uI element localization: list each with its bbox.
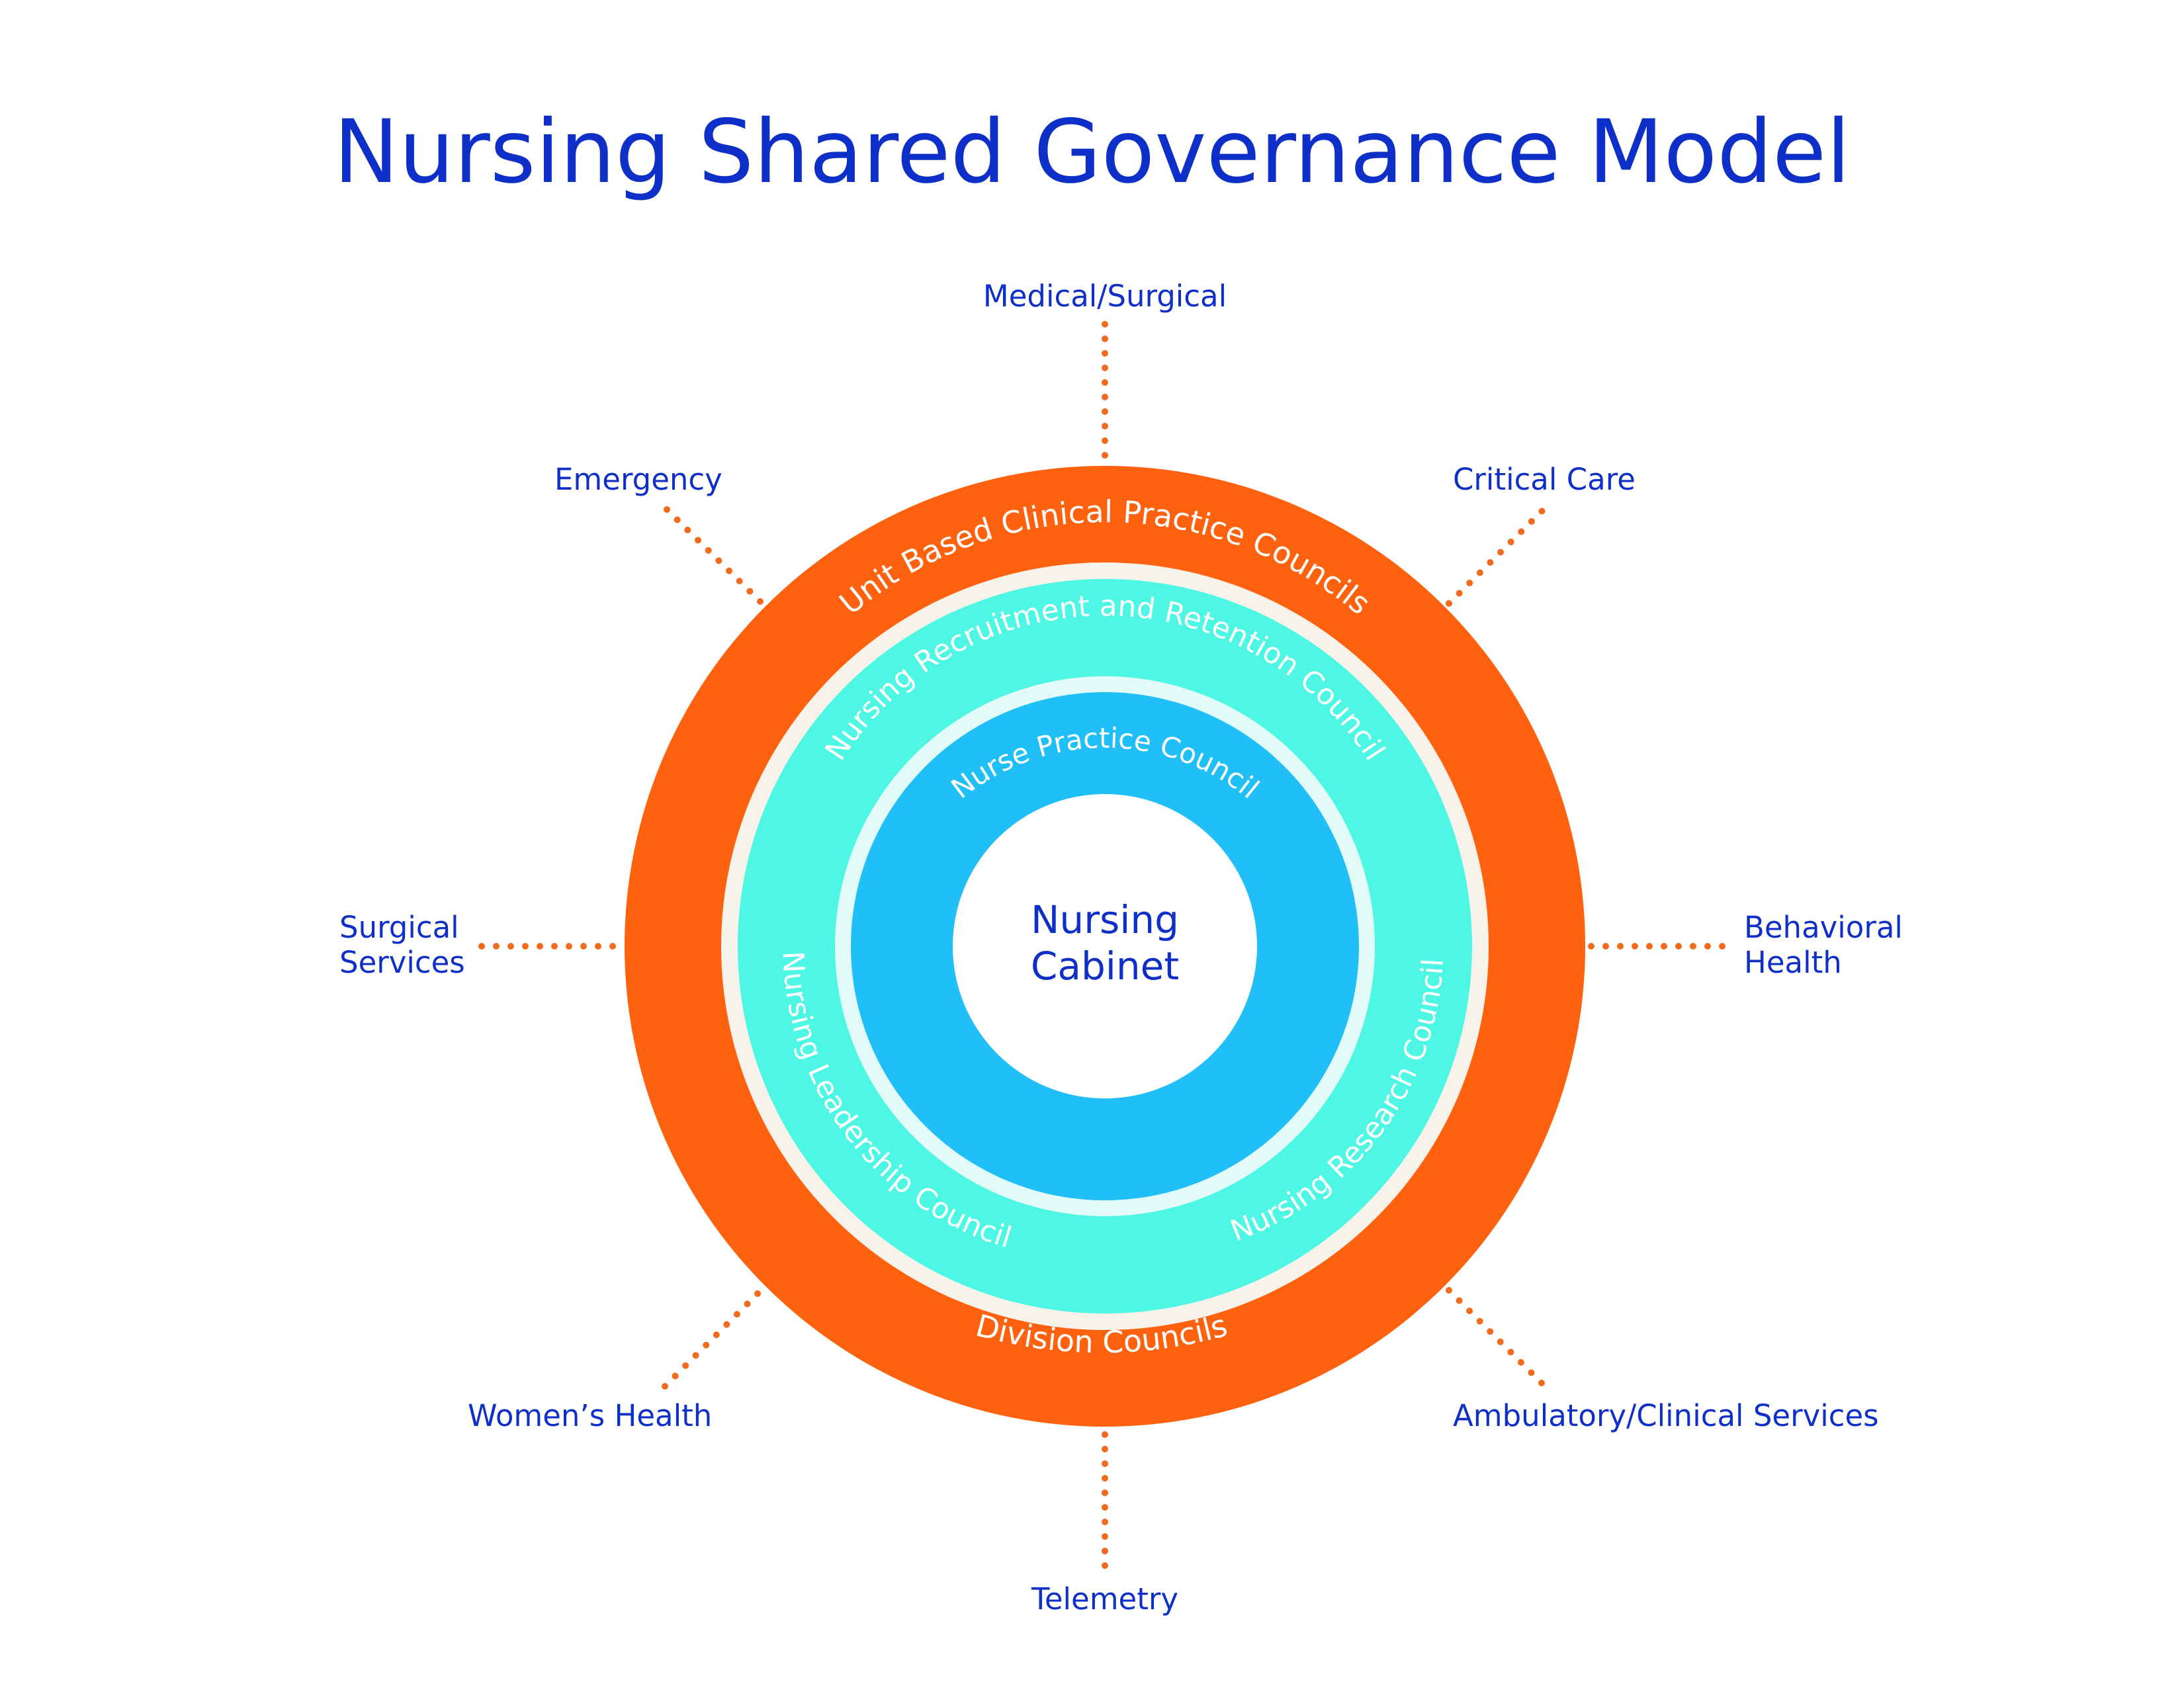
center-label-line1: Nursing [1031,897,1179,942]
connector-bottom-right [1446,1287,1550,1392]
center-label-line2: Cabinet [1031,944,1179,989]
spoke-label-top: Medical/Surgical [983,279,1227,314]
connector-top-left [664,506,765,607]
spoke-label-bottom: Telemetry [1031,1581,1178,1617]
spoke-label-bottom-left: Women’s Health [468,1398,712,1433]
spoke-label-bottom-right: Ambulatory/Clinical Services [1453,1398,1879,1433]
spoke-label-left-line2: Services [339,945,465,980]
spoke-label-right-line2: Health [1744,945,1842,980]
center-circle [953,794,1257,1098]
connector-top-right [1446,503,1550,607]
page-title: Nursing Shared Governance Model [333,101,1851,203]
spoke-label-top-right: Critical Care [1453,462,1636,497]
spoke-label-right-line1: Behavioral [1744,910,1903,945]
connector-bottom-left [662,1287,764,1390]
spoke-connectors [478,321,1733,1575]
spoke-label-left-line1: Surgical [339,910,459,945]
spoke-label-top-left: Emergency [554,462,722,497]
